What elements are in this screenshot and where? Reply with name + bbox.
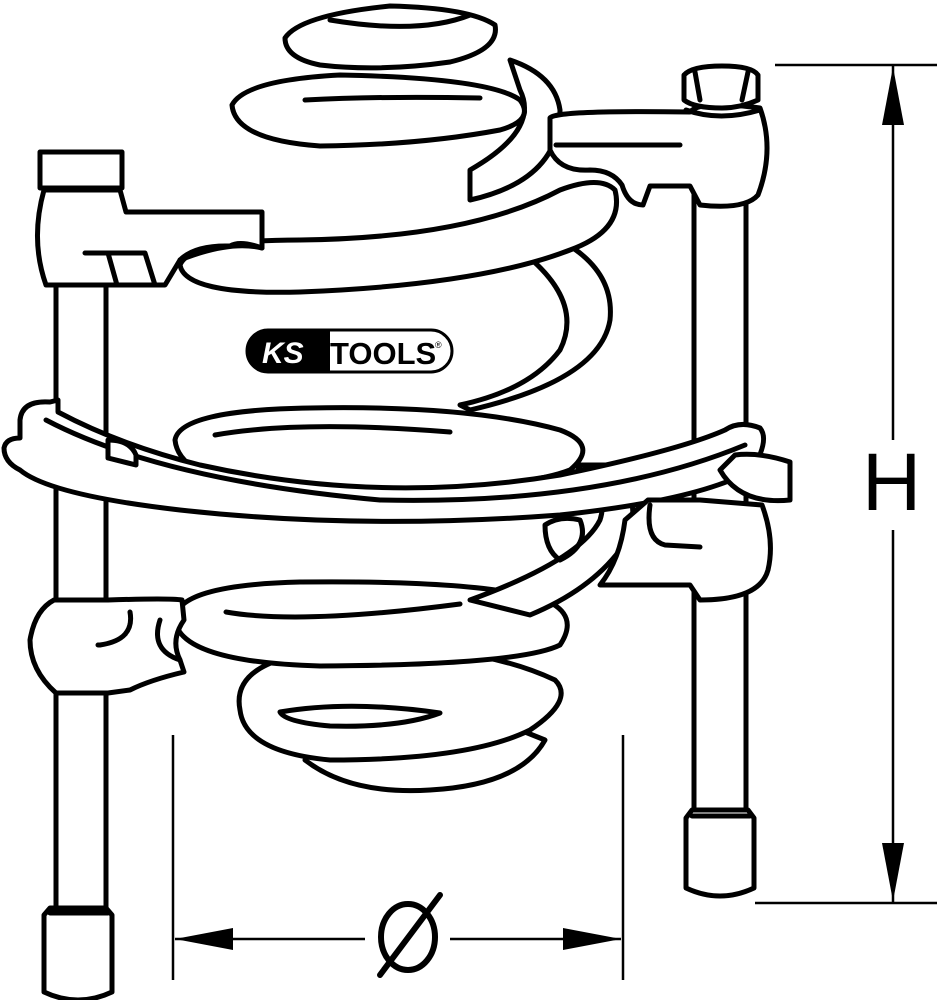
logo-registered-mark: ®	[435, 340, 442, 350]
logo-tools-text: TOOLS	[330, 336, 436, 371]
hex-nut	[681, 63, 761, 111]
upper-right-hook	[547, 63, 770, 209]
coil-spring	[172, 3, 636, 794]
height-dimension: H	[755, 63, 937, 905]
middle-coil-front	[1, 397, 793, 524]
left-rod	[41, 267, 115, 1000]
lower-right-hook	[542, 497, 773, 603]
ks-tools-logo: KS TOOLS ®	[245, 328, 454, 374]
diameter-label: Ø	[0, 0, 1, 1]
lower-left-hook	[27, 596, 187, 696]
left-rod-foot-cap	[41, 905, 115, 1000]
upper-left-hook	[35, 149, 265, 288]
right-rod-foot-cap	[683, 807, 757, 899]
diameter-dimension: Ø	[0, 0, 625, 980]
logo-ks-text: KS	[262, 337, 304, 370]
diameter-symbol	[377, 892, 443, 978]
height-label: H	[862, 437, 921, 528]
